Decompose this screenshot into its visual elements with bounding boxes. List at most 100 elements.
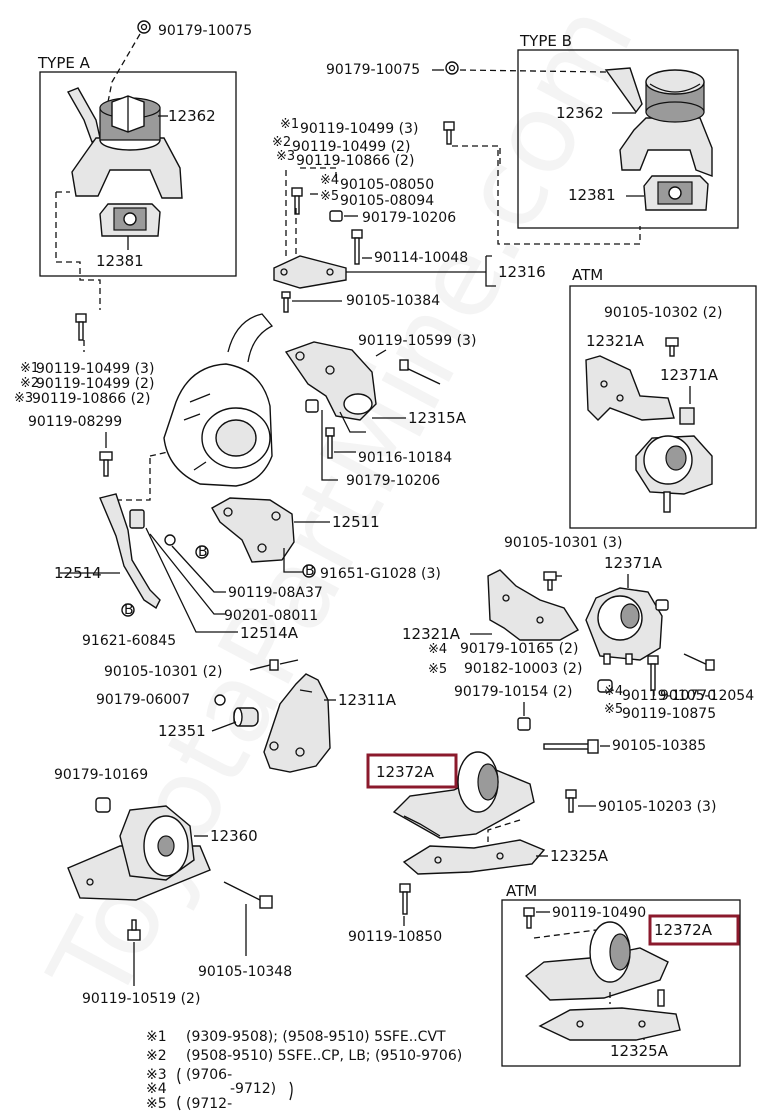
footnotes: ※1 (9309-9508); (9508-9510) 5SFE..CVT ※2… xyxy=(146,1029,462,1112)
part-90105-12054[interactable]: 90105-12054 xyxy=(660,688,754,704)
part-n4-90105-08050[interactable]: 90105-08050 xyxy=(340,177,434,193)
part-12362-b[interactable]: 12362 xyxy=(556,104,604,122)
part-90179-06007[interactable]: 90179-06007 xyxy=(96,692,190,708)
marker-1-left: ※1 xyxy=(20,361,39,376)
part-90119-08299[interactable]: 90119-08299 xyxy=(28,414,122,430)
mount-bracket-12381-a-icon xyxy=(99,203,161,237)
part-90105-10385[interactable]: 90105-10385 xyxy=(612,738,706,754)
part-90119-10599[interactable]: 90119-10599 (3) xyxy=(358,333,476,349)
part-12362-a[interactable]: 12362 xyxy=(168,107,216,125)
part-90119-10850[interactable]: 90119-10850 xyxy=(348,929,442,945)
part-90119-08A37[interactable]: 90119-08A37 xyxy=(228,585,323,601)
footnote-mark-4: ※4 xyxy=(146,1081,167,1097)
part-l2-90119-10499[interactable]: 90119-10499 (2) xyxy=(36,376,154,392)
part-12371A-atm[interactable]: 12371A xyxy=(660,366,719,384)
footnote-mark-5: ※5 xyxy=(146,1096,167,1112)
part-90179-10075-a[interactable]: 90179-10075 xyxy=(158,23,252,39)
part-90105-10203[interactable]: 90105-10203 (3) xyxy=(598,799,716,815)
bolt-b-icon: B xyxy=(121,602,135,618)
bolt-icon xyxy=(665,337,679,357)
part-12371A[interactable]: 12371A xyxy=(604,554,663,572)
part-12321A-atm[interactable]: 12321A xyxy=(586,332,645,350)
highlight-box-12372A xyxy=(366,753,458,789)
marker-3-left: ※3 xyxy=(14,391,33,406)
nut-icon xyxy=(445,61,459,75)
part-90114-10048[interactable]: 90114-10048 xyxy=(374,250,468,266)
part-90179-10154[interactable]: 90179-10154 (2) xyxy=(454,684,572,700)
part-n1-90119-10499[interactable]: 90119-10499 (3) xyxy=(300,121,418,137)
part-91621-60845[interactable]: 91621-60845 xyxy=(82,633,176,649)
type-a-group: TYPE A 90179-10075 12362 12381 xyxy=(37,20,252,310)
crossmember-12325A-icon xyxy=(402,839,546,875)
bolt-icon xyxy=(325,427,335,459)
atm-lower-group: ATM 90119-10490 12372A 12325A xyxy=(501,882,741,1067)
mount-12372A-group: 12372A 90105-10203 (3) xyxy=(366,751,716,842)
type-b-group: TYPE B 90179-10075 12362 12381 xyxy=(326,32,739,245)
engine-mount-12360-icon xyxy=(67,805,211,901)
bolt-icon xyxy=(443,121,455,145)
part-12325A-atm[interactable]: 12325A xyxy=(610,1042,669,1060)
part-90105-10302[interactable]: 90105-10302 (2) xyxy=(604,305,722,321)
footnote-mark-1: ※1 xyxy=(146,1029,167,1045)
part-90105-10301-right[interactable]: 90105-10301 (3) xyxy=(504,535,622,551)
part-91651-G1028[interactable]: 91651-G1028 (3) xyxy=(320,566,441,582)
part-12381-a[interactable]: 12381 xyxy=(96,252,144,270)
torque-rod-12514-icon xyxy=(99,493,161,610)
engine-mount-12362-b-icon xyxy=(604,67,713,178)
atm-lower-box xyxy=(501,899,741,1067)
part-12325A[interactable]: 12325A xyxy=(550,847,609,865)
part-n3-90119-10866[interactable]: 90119-10866 (2) xyxy=(296,153,414,169)
engine-mount-12371A-atm-icon xyxy=(635,407,713,513)
part-90105-10301-left[interactable]: 90105-10301 (2) xyxy=(104,664,222,680)
part-n5-90105-08094[interactable]: 90105-08094 xyxy=(340,193,434,209)
bolt-b-icon: B xyxy=(195,544,209,560)
part-12321A[interactable]: 12321A xyxy=(402,625,461,643)
part-12315A[interactable]: 12315A xyxy=(408,409,467,427)
part-12316[interactable]: 12316 xyxy=(498,263,546,281)
part-12372A[interactable]: 12372A xyxy=(376,763,435,781)
footnote-mark-2: ※2 xyxy=(146,1048,167,1064)
marker-4-mid: ※4 xyxy=(428,642,447,657)
part-n4-90179-10165[interactable]: 90179-10165 (2) xyxy=(460,641,578,657)
part-90119-10490[interactable]: 90119-10490 xyxy=(552,905,646,921)
part-90119-10519[interactable]: 90119-10519 (2) xyxy=(82,991,200,1007)
atm-lower-label: ATM xyxy=(506,882,537,900)
part-90105-10348[interactable]: 90105-10348 xyxy=(198,964,292,980)
crossmember-12325A-atm-icon xyxy=(538,1007,681,1041)
part-12351[interactable]: 12351 xyxy=(158,722,206,740)
part-12372A-atm[interactable]: 12372A xyxy=(654,921,713,939)
part-90116-10184[interactable]: 90116-10184 xyxy=(358,450,452,466)
atm-upper-box xyxy=(569,285,757,529)
part-90201-08011[interactable]: 90201-08011 xyxy=(224,608,318,624)
svg-text:B: B xyxy=(305,563,315,579)
engine-mount-12362-a-icon xyxy=(66,87,183,199)
bushing-icon xyxy=(129,509,145,529)
part-n5-90119-10875[interactable]: 90119-10875 xyxy=(622,706,716,722)
bolt-icon xyxy=(99,451,113,477)
part-90179-10206-top[interactable]: 90179-10206 xyxy=(362,210,456,226)
part-90179-10075-b[interactable]: 90179-10075 xyxy=(326,62,420,78)
part-90179-10169[interactable]: 90179-10169 xyxy=(54,767,148,783)
bolt-icon xyxy=(543,571,557,591)
bracket-12311A-group: 90105-10301 (2) 90179-06007 12311A 12351 xyxy=(96,659,397,773)
part-90105-10384[interactable]: 90105-10384 xyxy=(346,293,440,309)
part-90179-10206-mid[interactable]: 90179-10206 xyxy=(346,473,440,489)
part-l1-90119-10499[interactable]: 90119-10499 (3) xyxy=(36,361,154,377)
part-l3-90119-10866[interactable]: 90119-10866 (2) xyxy=(32,391,150,407)
part-n2-90119-10499[interactable]: 90119-10499 (2) xyxy=(292,139,410,155)
part-12381-b[interactable]: 12381 xyxy=(568,186,616,204)
bolt-icon xyxy=(75,313,87,341)
left-bolts-group: ※1 90119-10499 (3) ※2 90119-10499 (2) ※3… xyxy=(14,313,154,477)
part-12514[interactable]: 12514 xyxy=(54,564,102,582)
bolt-icon xyxy=(281,291,291,313)
part-12360[interactable]: 12360 xyxy=(210,827,258,845)
center-top-group: ※1 90119-10499 (3) ※2 90119-10499 (2) ※3… xyxy=(272,117,546,313)
part-12511[interactable]: 12511 xyxy=(332,513,380,531)
part-n4-90119-10770[interactable]: 90119-10770 xyxy=(622,688,716,704)
type-b-box xyxy=(517,49,739,229)
part-12514A[interactable]: 12514A xyxy=(240,624,299,642)
footnote-text-5: (9712- xyxy=(186,1096,232,1112)
bolt-icon xyxy=(565,789,577,813)
part-n5-90182-10003[interactable]: 90182-10003 (2) xyxy=(464,661,582,677)
part-12311A[interactable]: 12311A xyxy=(338,691,397,709)
